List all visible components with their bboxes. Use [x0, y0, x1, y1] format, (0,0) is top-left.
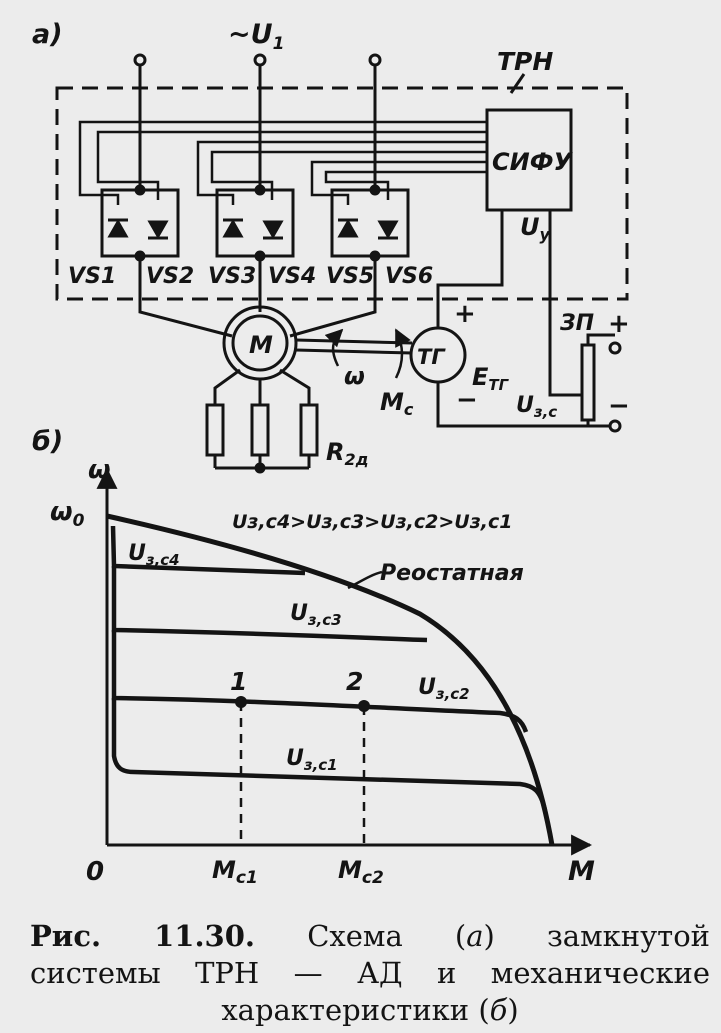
curve-u2-label: Uз,с2 — [418, 675, 470, 703]
tacho-plus-lead — [436, 210, 504, 328]
control-block-label: СИФУ — [492, 148, 574, 176]
caption-line-1: Рис. 11.30. Схема (а) замкнутой — [30, 919, 711, 953]
regulator-leader — [509, 73, 526, 94]
panel-b-label: б) — [32, 426, 63, 457]
caption-number: Рис. 11.30. — [30, 919, 256, 953]
load-torque-label: Mс — [380, 388, 414, 419]
shaft-bottom — [295, 348, 413, 355]
thyristor-label: VS3 — [208, 264, 256, 289]
thyristor-label: VS2 — [146, 264, 194, 289]
setpoint-minus-sign: − — [608, 391, 630, 421]
motor-inner — [231, 314, 289, 372]
thyristor-label: VS1 — [68, 264, 116, 289]
point-1-label: 1 — [230, 667, 247, 696]
supply-phases — [133, 53, 382, 190]
speed-arrow — [324, 328, 344, 367]
motor-label: М — [249, 331, 273, 359]
tacho-minus-lead — [436, 382, 615, 428]
thyristor-label: VS6 — [385, 264, 433, 289]
rheostat-curve — [106, 513, 555, 846]
point-2-label: 2 — [346, 667, 363, 696]
setpoint-potentiometer — [580, 343, 596, 422]
thyristor-labels: VS1 VS2 VS3 VS4 VS5 VS6 — [68, 264, 433, 289]
rotor-resistor-label: R2д — [326, 438, 369, 469]
control-voltage-label: Uу — [520, 213, 551, 244]
rheostat-label: Реостатная — [380, 561, 524, 586]
control-block — [485, 108, 573, 212]
tacho-plus-sign: + — [454, 299, 476, 329]
curve-u3-label: Uз,с3 — [290, 601, 342, 629]
caption-line-2: системы ТРН — АД и механические — [30, 956, 710, 990]
setpoint-terminal-plus — [608, 341, 622, 355]
thyristor-label: VS4 — [268, 264, 316, 289]
curve-u4-label: Uз,с4 — [128, 541, 180, 569]
motor-leads — [138, 256, 377, 338]
load-torque-arrow — [394, 328, 411, 379]
gate-control-lines — [78, 120, 487, 205]
omega0-label: ω0 — [50, 497, 85, 531]
tacho-label: ТГ — [417, 345, 446, 369]
setpoint-plus-sign: + — [608, 309, 630, 339]
tacho-minus-sign: − — [456, 385, 478, 415]
setpoint-label: ЗП — [559, 311, 594, 336]
circuit-diagram: а) ~U1 ТРН СИФУ — [32, 19, 630, 474]
y-axis-label: ω — [88, 455, 111, 485]
setpoint-feedback-line — [548, 210, 574, 397]
shaft-top — [295, 338, 413, 345]
operating-point-1 — [235, 696, 247, 708]
curve-u1 — [111, 698, 548, 811]
setpoint-voltage-label: Uз,с — [516, 393, 557, 421]
supply-label: ~U1 — [228, 19, 284, 54]
setpoint-plus-lead — [586, 333, 615, 345]
figure-caption: Рис. 11.30. Схема (а) замкнутой системы … — [30, 918, 710, 1029]
speed-label: ω — [344, 362, 365, 390]
thyristor-label: VS5 — [326, 264, 374, 289]
panel-a-label: а) — [32, 19, 63, 50]
regulator-label: ТРН — [497, 47, 553, 76]
rotor-resistors — [205, 368, 319, 474]
caption-line-3: характеристики (б) — [221, 993, 519, 1027]
setpoint-terminal-minus — [608, 419, 622, 433]
characteristics-chart: б) ω ω0 0 M 1 2 Mс1 Mс2 Uз,с4 Uз,с3 Uз,с… — [32, 426, 595, 888]
thyristor-pairs — [100, 184, 410, 262]
curve-u2 — [111, 630, 529, 733]
curve-u1-label: Uз,с1 — [286, 746, 338, 774]
operating-point-2 — [358, 700, 370, 712]
regulator-boundary — [55, 86, 629, 301]
setpoint-relation: Uз,с4>Uз,с3>Uз,с2>Uз,с1 — [232, 511, 512, 533]
tacho-emf-label: EТГ — [472, 363, 510, 394]
torque-mc1-label: Mс1 — [212, 856, 258, 888]
origin-label: 0 — [86, 857, 104, 887]
rheostat-leader — [347, 570, 383, 590]
torque-mc2-label: Mс2 — [338, 856, 384, 888]
curve-u3 — [111, 566, 428, 643]
figure-svg: а) ~U1 ТРН СИФУ — [32, 19, 630, 888]
x-axis-label: M — [568, 856, 595, 887]
